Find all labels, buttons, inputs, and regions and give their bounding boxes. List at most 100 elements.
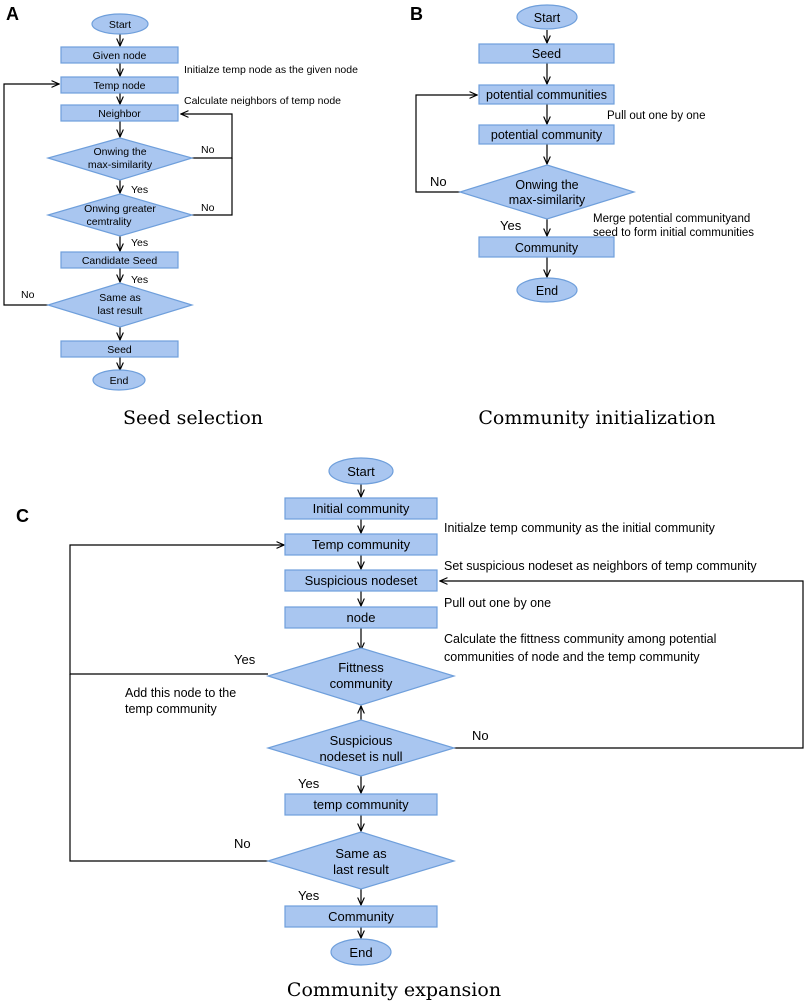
b-seed-label: Seed: [532, 47, 561, 61]
a-centrality-line1: Onwing greater: [84, 203, 156, 215]
a-note-calc: Calculate neighbors of temp node: [184, 95, 341, 107]
b-maxsim-decision: [457, 164, 637, 220]
b-community-node: [478, 236, 615, 258]
edge-a-centrality-no-loop: [192, 158, 233, 216]
b-start-node: [516, 4, 578, 30]
c-note-set: Set suspicious nodeset as neighbors of t…: [444, 559, 757, 573]
c-node-node: [284, 606, 438, 629]
a-seed-label: Seed: [107, 344, 132, 356]
a-neighbor-label: Neighbor: [98, 108, 141, 120]
a-given-label: Given node: [93, 50, 147, 62]
c-temp2-node: [284, 793, 438, 816]
b-potential-label: potential community: [491, 128, 603, 142]
c-community-node: [284, 905, 438, 928]
edge-c-fitness-yes-loop: [69, 545, 284, 675]
a-label-no-maxsim: No: [201, 144, 215, 156]
a-centrality-line2: cemtrality: [87, 216, 133, 228]
b-potential-node: [478, 124, 615, 145]
c-isnull-line2: nodeset is null: [319, 749, 402, 764]
b-maxsim-line1: Onwing the: [515, 178, 578, 192]
panel-a-letter: A: [6, 4, 19, 24]
a-neighbor-node: [60, 104, 179, 122]
c-label-no-isnull: No: [472, 728, 489, 743]
a-end-node: [92, 369, 146, 391]
a-temp-node: [60, 76, 179, 94]
c-note-calc-line2: communities of node and the temp communi…: [444, 650, 700, 664]
a-temp-label: Temp node: [94, 80, 146, 92]
c-isnull-decision: [265, 719, 457, 777]
c-note-pull: Pull out one by one: [444, 596, 551, 610]
a-centrality-decision: [45, 193, 195, 237]
c-same-line2: last result: [333, 862, 389, 877]
a-label-yes-maxsim: Yes: [131, 184, 148, 196]
c-temp-node: [284, 533, 438, 556]
a-candidate-node: [60, 251, 179, 269]
a-maxsim-line2: max-similarity: [88, 159, 153, 171]
c-initial-label: Initial community: [313, 501, 410, 516]
panel-b-edges: [415, 30, 547, 277]
c-end-node: [330, 938, 392, 966]
b-label-no: No: [430, 174, 447, 189]
edge-c-same-no-loop: [69, 674, 268, 862]
b-label-yes: Yes: [500, 218, 522, 233]
panel-c-letter: C: [16, 506, 29, 526]
a-label-yes-centrality: Yes: [131, 237, 148, 249]
c-start-node: [328, 457, 394, 485]
a-label-yes-candidate: Yes: [131, 274, 148, 286]
b-community-label: Community: [515, 241, 579, 255]
b-end-node: [516, 277, 578, 303]
c-label-no-same: No: [234, 836, 251, 851]
c-label-yes-same: Yes: [298, 888, 320, 903]
c-initial-node: [284, 497, 438, 520]
a-caption: Seed selection: [123, 407, 263, 429]
c-label-yes-isnull: Yes: [298, 776, 320, 791]
edge-c-isnull-no-loop: [440, 581, 804, 749]
c-suspicious-node: [284, 569, 438, 592]
edge-a-maxsim-no-loop: [181, 114, 233, 159]
b-caption: Community initialization: [478, 407, 715, 429]
a-same-line1: Same as: [99, 292, 140, 304]
c-isnull-line1: Suspicious: [330, 733, 393, 748]
c-start-label: Start: [347, 464, 375, 479]
c-temp-label: Temp community: [312, 537, 411, 552]
panel-b-letter: B: [410, 4, 423, 24]
c-node-label: node: [347, 610, 376, 625]
panel-c-edges: [69, 484, 804, 938]
b-end-label: End: [536, 284, 558, 298]
b-seed-node: [478, 43, 615, 64]
c-caption: Community expansion: [287, 979, 501, 1001]
c-note-add-line2: temp community: [125, 702, 217, 716]
c-community-label: Community: [328, 909, 394, 924]
b-potentials-node: [478, 84, 615, 105]
c-temp2-label: temp community: [313, 797, 409, 812]
c-label-yes-fitness: Yes: [234, 652, 256, 667]
panel-c: C Start Initial community Temp community…: [16, 457, 804, 1001]
c-note-add-line1: Add this node to the: [125, 686, 236, 700]
a-note-init: Initialze temp node as the given node: [184, 64, 358, 76]
b-start-label: Start: [534, 11, 561, 25]
a-seed-node: [60, 340, 179, 358]
b-note-pull: Pull out one by one: [607, 110, 705, 122]
a-maxsim-decision: [45, 137, 195, 181]
edge-a-same-no-loop: [3, 84, 59, 306]
panel-a: A Start Given node Temp node Neighbor On…: [3, 4, 358, 429]
a-label-no-same: No: [21, 289, 35, 301]
c-same-decision: [265, 831, 457, 890]
a-label-no-centrality: No: [201, 202, 215, 214]
c-fitness-line2: community: [330, 676, 393, 691]
a-start-node: [91, 13, 149, 35]
panel-a-edges: [3, 33, 233, 370]
a-candidate-label: Candidate Seed: [82, 255, 157, 267]
c-fitness-decision: [265, 647, 457, 706]
a-same-line2: last result: [98, 305, 143, 317]
a-same-decision: [45, 282, 195, 328]
c-same-line1: Same as: [335, 846, 387, 861]
c-note-init: Initialze temp community as the initial …: [444, 521, 716, 535]
b-maxsim-line2: max-similarity: [509, 193, 586, 207]
c-fitness-line1: Fittness: [338, 660, 384, 675]
b-note-merge-line2: seed to form initial communities: [593, 227, 754, 239]
b-note-merge-line1: Merge potential communityand: [593, 213, 750, 225]
edge-b-maxsim-no-loop: [415, 95, 477, 193]
b-potentials-label: potential communities: [486, 88, 607, 102]
